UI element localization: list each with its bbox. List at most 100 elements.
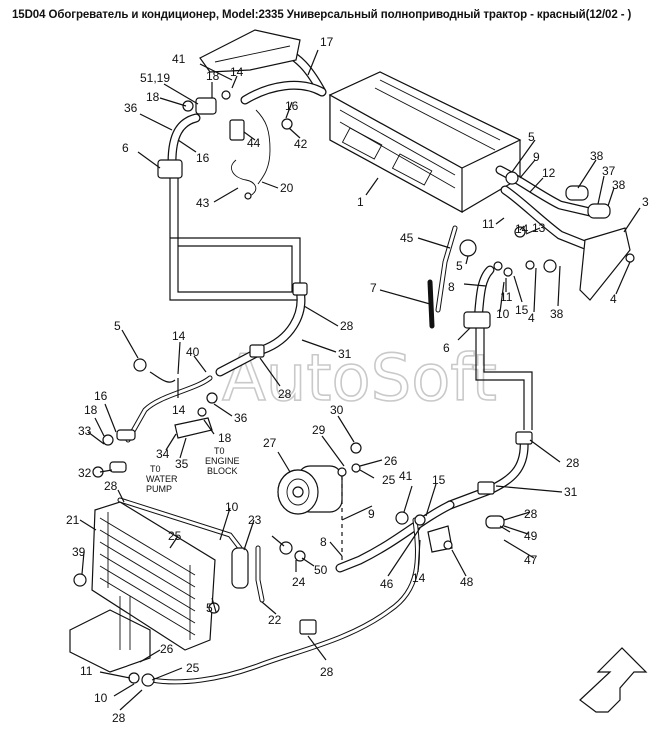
callout: 14 <box>172 403 186 417</box>
callout: 39 <box>72 545 86 559</box>
callout: 14 <box>172 329 186 343</box>
callout: 18 <box>146 90 160 104</box>
callout: 16 <box>94 389 108 403</box>
callout: 28 <box>566 456 580 470</box>
callout: 11 <box>500 290 513 304</box>
callout: 26 <box>384 454 398 468</box>
direction-arrow-icon <box>579 647 648 713</box>
callout: 26 <box>160 642 174 656</box>
callout: 47 <box>524 553 538 567</box>
callout: 5 <box>114 319 121 333</box>
callout: 23 <box>248 513 262 527</box>
callout: 8 <box>320 535 327 549</box>
leader-lines <box>79 49 641 711</box>
compressor <box>277 465 343 515</box>
callout: 37 <box>602 164 616 178</box>
callout: 33 <box>78 424 92 438</box>
callout: 38 <box>590 149 604 163</box>
watermark: AutoSoft <box>222 342 497 416</box>
heater-unit <box>328 71 522 214</box>
callout: 8 <box>448 280 455 294</box>
callout: 17 <box>320 35 334 49</box>
callout: 18 <box>218 431 232 445</box>
callout: 30 <box>330 403 344 417</box>
callout: 31 <box>338 347 352 361</box>
note-water-pump: T0 WATER PUMP <box>146 464 178 494</box>
callout: 15 <box>432 473 446 487</box>
callout: 4 <box>528 311 535 325</box>
callout: 45 <box>400 231 414 245</box>
callout: 36 <box>124 101 138 115</box>
note-line: WATER <box>146 474 178 484</box>
callout: 40 <box>186 345 200 359</box>
callout: 24 <box>292 575 306 589</box>
callout: 14 <box>412 571 426 585</box>
callout: 44 <box>247 136 261 150</box>
callout: 14 <box>230 65 244 79</box>
callout: 4 <box>610 292 617 306</box>
callout: 9 <box>368 507 375 521</box>
callout: 3 <box>642 195 649 209</box>
callout: 38 <box>550 307 564 321</box>
callout: 22 <box>268 613 282 627</box>
note-line: ENGINE <box>205 456 240 466</box>
callout: 11 <box>80 664 93 678</box>
callout: 9 <box>533 150 540 164</box>
note-line: BLOCK <box>207 466 238 476</box>
callout: 5 <box>528 130 535 144</box>
callout: 50 <box>314 563 328 577</box>
callout: 12 <box>542 166 556 180</box>
callout: 29 <box>312 423 326 437</box>
callout: 5 <box>456 259 463 273</box>
callout: 14 <box>515 222 529 236</box>
callout: 51,19 <box>140 71 170 85</box>
callout: 18 <box>206 69 220 83</box>
callout: 28 <box>340 319 354 333</box>
callout: 31 <box>564 485 578 499</box>
callout: 15 <box>515 303 529 317</box>
callout: 38 <box>612 178 626 192</box>
callout: 34 <box>156 447 170 461</box>
callout: 28 <box>320 665 334 679</box>
callout: 18 <box>84 403 98 417</box>
callout: 49 <box>524 529 538 543</box>
callout: 11 <box>482 217 495 231</box>
callout: 28 <box>112 711 126 725</box>
callout: 36 <box>234 411 248 425</box>
callout: 5 <box>206 601 213 615</box>
callout: 10 <box>496 307 510 321</box>
callout: 16 <box>285 99 299 113</box>
callout: 25 <box>382 473 396 487</box>
callout: 48 <box>460 575 474 589</box>
note-engine-block: T0 ENGINE BLOCK <box>205 446 240 476</box>
callout-labels: 41 14 17 51,19 18 16 18 36 44 42 6 16 1 … <box>66 35 649 725</box>
page-title: 15D04 Обогреватель и кондиционер, Model:… <box>12 9 632 21</box>
callout: 46 <box>380 577 394 591</box>
callout: 16 <box>196 151 210 165</box>
callout: 28 <box>524 507 538 521</box>
callout: 28 <box>104 479 118 493</box>
callout: 42 <box>294 137 308 151</box>
callout: 6 <box>443 341 450 355</box>
callout: 25 <box>168 529 182 543</box>
callout: 35 <box>175 457 189 471</box>
callout: 10 <box>94 691 108 705</box>
condenser <box>91 501 216 651</box>
callout: 10 <box>225 500 239 514</box>
callout: 6 <box>122 141 129 155</box>
note-line: PUMP <box>146 484 172 494</box>
callout: 13 <box>532 221 546 235</box>
callout: 32 <box>78 466 92 480</box>
callout: 21 <box>66 513 80 527</box>
callout: 28 <box>278 387 292 401</box>
callout: 25 <box>186 661 200 675</box>
callout: 41 <box>399 469 413 483</box>
callout: 27 <box>263 436 277 450</box>
callout: 43 <box>196 196 210 210</box>
callout: 20 <box>280 181 294 195</box>
callout: 7 <box>370 281 377 295</box>
note-line: T0 <box>214 446 225 456</box>
callout: 1 <box>357 195 364 209</box>
note-line: T0 <box>150 464 161 474</box>
